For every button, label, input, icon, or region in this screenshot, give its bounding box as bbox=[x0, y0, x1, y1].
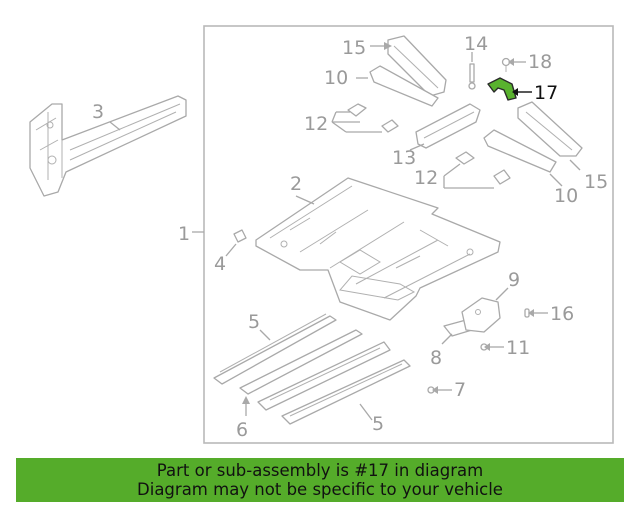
callout-15-lower: 15 bbox=[584, 171, 608, 193]
part-10-lower bbox=[483, 129, 557, 173]
part-18-bolt bbox=[501, 57, 511, 72]
callout-12-upper: 12 bbox=[304, 113, 328, 135]
callout-4: 4 bbox=[214, 253, 226, 275]
callout-15-upper: 15 bbox=[342, 37, 366, 59]
banner-line-disclaimer: Diagram may not be specific to your vehi… bbox=[137, 480, 503, 499]
callout-5-lower: 5 bbox=[372, 413, 384, 435]
callout-3: 3 bbox=[92, 101, 104, 123]
parts-diagram: 1 2 3 4 5 5 6 7 8 9 10 10 11 12 12 13 14… bbox=[29, 25, 614, 444]
callout-14: 14 bbox=[464, 33, 488, 55]
callout-11: 11 bbox=[506, 337, 530, 359]
callout-10-upper: 10 bbox=[324, 67, 348, 89]
callout-6: 6 bbox=[236, 419, 248, 441]
part-17-bracket-highlighted bbox=[487, 77, 517, 101]
part-12-lower-brackets bbox=[455, 151, 511, 185]
part-14-bolt bbox=[468, 63, 476, 90]
callout-18: 18 bbox=[528, 51, 552, 73]
callout-16: 16 bbox=[550, 303, 574, 325]
callout-13: 13 bbox=[392, 147, 416, 169]
callout-2: 2 bbox=[290, 173, 302, 195]
assembly-frame bbox=[203, 25, 614, 444]
part-15-lower bbox=[517, 101, 583, 157]
callout-1: 1 bbox=[178, 223, 190, 245]
part-9-panel bbox=[461, 297, 501, 333]
callout-labels: 1 2 3 4 5 5 6 7 8 9 10 10 11 12 12 13 14… bbox=[92, 33, 608, 441]
callout-5-upper: 5 bbox=[248, 311, 260, 333]
callout-12-lower: 12 bbox=[414, 167, 438, 189]
callout-17-highlighted: 17 bbox=[534, 82, 558, 104]
info-banner: Part or sub-assembly is #17 in diagram D… bbox=[16, 458, 624, 502]
callout-9: 9 bbox=[508, 269, 520, 291]
part-5-sill-left bbox=[213, 313, 337, 385]
part-13-crossmember bbox=[415, 103, 481, 149]
part-4-clip bbox=[233, 229, 247, 243]
callout-7: 7 bbox=[454, 379, 466, 401]
callout-10-lower: 10 bbox=[554, 185, 578, 207]
part-6-rail bbox=[239, 329, 391, 411]
part-15-upper bbox=[387, 35, 447, 97]
part-2-floor-pan bbox=[255, 177, 501, 321]
part-3-side-pillar bbox=[29, 95, 187, 197]
part-5-sill-right bbox=[281, 359, 411, 425]
leader-lines bbox=[109, 42, 581, 421]
part-10-upper bbox=[369, 65, 439, 107]
banner-line-part: Part or sub-assembly is #17 in diagram bbox=[156, 461, 484, 480]
callout-8: 8 bbox=[430, 347, 442, 369]
part-12-upper-brackets bbox=[347, 103, 399, 133]
